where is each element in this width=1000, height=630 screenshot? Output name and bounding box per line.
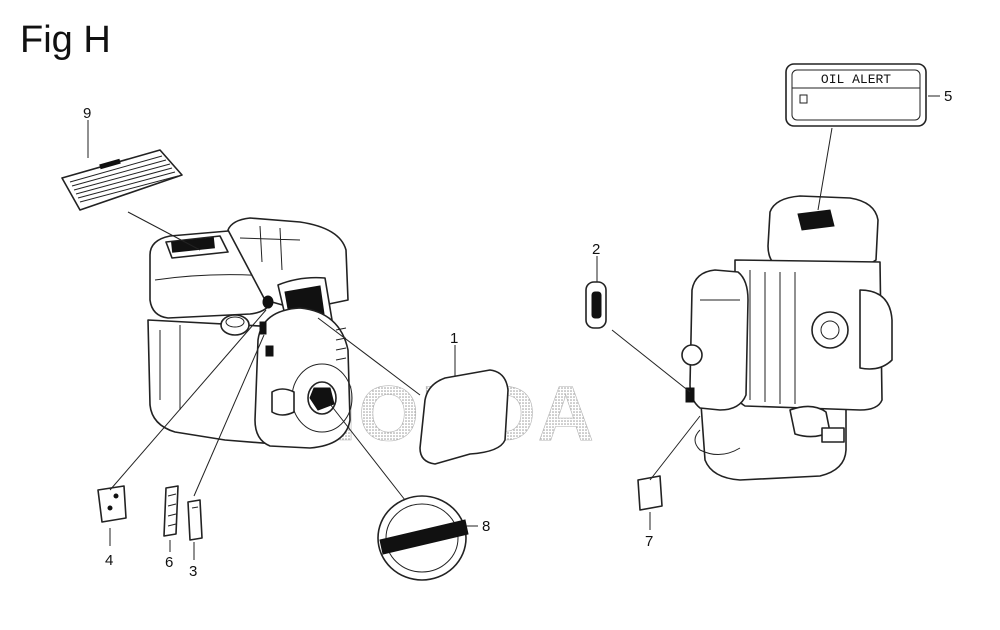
oil-alert-text: OIL ALERT xyxy=(821,72,891,87)
left-engine-illustration xyxy=(147,217,353,449)
oil-alert-label: OIL ALERT xyxy=(785,63,927,127)
decal-7 xyxy=(637,475,663,511)
right-engine-illustration xyxy=(681,195,893,481)
decal-4 xyxy=(97,485,127,523)
callout-7: 7 xyxy=(645,533,653,550)
callout-1: 1 xyxy=(450,330,458,347)
decal-2 xyxy=(585,281,607,329)
decal-3 xyxy=(187,499,203,541)
leader-lines xyxy=(87,95,940,560)
callout-5: 5 xyxy=(944,88,952,105)
decal-1 xyxy=(419,369,509,465)
callout-4: 4 xyxy=(105,552,113,569)
decal-9 xyxy=(61,149,183,211)
callout-6: 6 xyxy=(165,554,173,571)
callout-8: 8 xyxy=(482,518,490,535)
callout-3: 3 xyxy=(189,563,197,580)
callout-2: 2 xyxy=(592,241,600,258)
figure-title: Fig H xyxy=(20,19,111,61)
decal-6 xyxy=(163,485,179,537)
emblem-8 xyxy=(377,495,469,581)
callout-9: 9 xyxy=(83,105,91,122)
